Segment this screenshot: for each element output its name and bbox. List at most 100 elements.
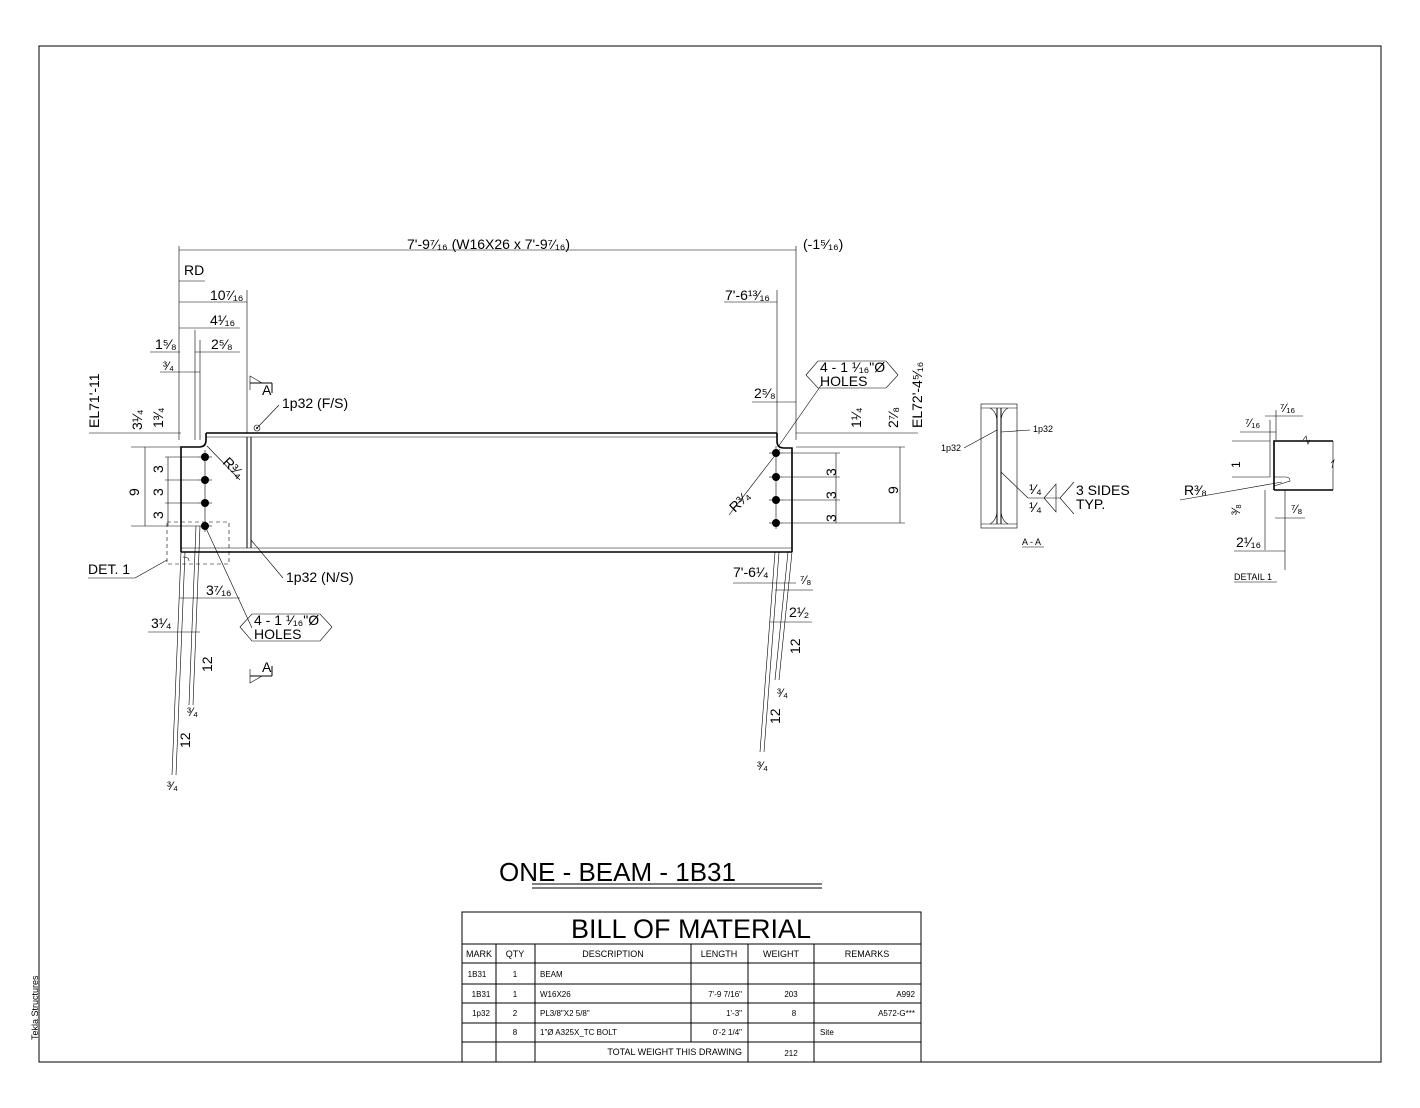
bom-cell: 1B31 bbox=[472, 990, 491, 999]
dim-right-14: 12 bbox=[767, 708, 783, 724]
bom-title: BILL OF MATERIAL bbox=[571, 914, 811, 944]
detail-dim-3: 1 bbox=[1229, 461, 1243, 468]
dim-right-13: ³⁄₄ bbox=[777, 686, 788, 700]
bom-cell: 8 bbox=[792, 1009, 797, 1018]
right-bolt-holes bbox=[769, 446, 783, 529]
dim-right-11: 2¹⁄₂ bbox=[789, 604, 809, 620]
bom-cell: 1'-3" bbox=[726, 1009, 742, 1018]
dim-right-15: ³⁄₄ bbox=[757, 759, 768, 773]
drawing-title: ONE - BEAM - 1B31 bbox=[499, 857, 736, 887]
bom-header-mark: MARK bbox=[466, 949, 492, 959]
bom-header-weight: WEIGHT bbox=[763, 949, 799, 959]
bom-cell: A992 bbox=[896, 990, 915, 999]
bom-cell: 1 bbox=[513, 970, 518, 979]
section-plate-label-right: 1p32 bbox=[1033, 424, 1053, 434]
holes-callout-left bbox=[239, 613, 333, 642]
bom-header-qty: QTY bbox=[506, 949, 525, 959]
section-caption: A - A bbox=[1022, 537, 1041, 547]
detail-dim-5: ⁷⁄₈ bbox=[1291, 502, 1302, 516]
vendor-label: Tekla Structures bbox=[30, 975, 40, 1040]
bom-cell: 1 bbox=[513, 990, 518, 999]
bom-cell: 1"Ø A325X_TC BOLT bbox=[540, 1028, 617, 1037]
section-mark-bottom: A bbox=[262, 659, 272, 675]
elevation-left: EL71'-11 bbox=[86, 373, 102, 428]
left-bolt-holes bbox=[198, 450, 212, 532]
weld-note-line1: 3 SIDES bbox=[1076, 482, 1130, 498]
bom-cell: 2 bbox=[513, 1009, 518, 1018]
dim-left-9: 3 bbox=[150, 488, 166, 496]
dim-right-2: 2⁵⁄₈ bbox=[754, 385, 776, 401]
dim-right-5: 3 bbox=[823, 468, 839, 476]
dim-right-10: ⁷⁄₈ bbox=[800, 573, 811, 587]
holes-right-line1: 4 - 1 ¹⁄₁₆"Ø bbox=[820, 359, 885, 375]
overall-length-dim: 7'-9⁷⁄₁₆ (W16X26 x 7'-9⁷⁄₁₆) bbox=[407, 236, 570, 252]
holes-left-line2: HOLES bbox=[254, 626, 301, 642]
dim-left-13: 3¹⁄₄ bbox=[151, 615, 172, 631]
dim-left-2: 4¹⁄₁₆ bbox=[210, 312, 235, 328]
beam-left-end bbox=[180, 433, 207, 552]
dim-right-7: 3 bbox=[823, 514, 839, 522]
dim-left-6: 3¹⁄₄ bbox=[129, 409, 145, 430]
bill-of-material-table: BILL OF MATERIAL MARK QTY DESCRIPTION LE… bbox=[461, 911, 922, 1063]
detail-dim-4: ³⁄₈ bbox=[1229, 504, 1243, 515]
detail-dim-2: ⁷⁄₁₆ bbox=[1245, 416, 1260, 430]
dim-left-3: 1⁵⁄₈ bbox=[155, 336, 177, 352]
detail-dim-6: 2¹⁄₁₆ bbox=[1236, 534, 1261, 550]
dim-left-8: 3 bbox=[150, 465, 166, 473]
bom-header-remarks: REMARKS bbox=[845, 949, 890, 959]
dim-left-1: 10⁷⁄₁₆ bbox=[210, 287, 243, 303]
dim-right-9: 7'-6¹⁄₄ bbox=[733, 564, 769, 580]
rd-label: RD bbox=[184, 262, 204, 278]
bom-total-label: TOTAL WEIGHT THIS DRAWING bbox=[607, 1047, 742, 1057]
end-offset-dim: (-1⁵⁄₁₆) bbox=[803, 236, 843, 252]
dim-left-4: 2⁵⁄₈ bbox=[211, 336, 233, 352]
bom-cell: Site bbox=[820, 1028, 834, 1037]
dim-left-17: ³⁄₄ bbox=[167, 779, 178, 793]
bom-cell: 8 bbox=[513, 1028, 518, 1037]
detail-radius: R³⁄₈ bbox=[1184, 482, 1207, 498]
detail-1-callout-label: DET. 1 bbox=[88, 561, 130, 577]
dim-right-4: 2⁷⁄₈ bbox=[885, 407, 901, 428]
section-mark-top: A bbox=[262, 382, 272, 398]
sheet-border bbox=[38, 45, 1382, 1063]
dim-left-7: 1³⁄₄ bbox=[150, 407, 166, 428]
dim-right-12: 12 bbox=[787, 638, 803, 654]
dim-right-3: 1¹⁄₄ bbox=[848, 407, 864, 428]
bom-total-value: 212 bbox=[784, 1049, 798, 1058]
detail-caption: DETAIL 1 bbox=[1234, 572, 1272, 582]
bom-cell: A572-G*** bbox=[878, 1009, 915, 1018]
weld-note-line2: TYP. bbox=[1076, 496, 1105, 512]
dim-left-11: 9 bbox=[126, 488, 142, 496]
bom-cell: BEAM bbox=[540, 970, 563, 979]
dim-right-6: 3 bbox=[823, 491, 839, 499]
holes-right-line2: HOLES bbox=[820, 373, 867, 389]
elevation-right: EL72'-4⁵⁄₁₆ bbox=[909, 362, 925, 428]
dim-right-8: 9 bbox=[885, 486, 901, 494]
dim-left-16: 12 bbox=[177, 732, 193, 748]
bom-cell: W16X26 bbox=[540, 990, 571, 999]
weld-size-bottom: ¹⁄₄ bbox=[1029, 499, 1042, 515]
bom-cell: 1B31 bbox=[468, 970, 487, 979]
dim-left-15: ³⁄₄ bbox=[187, 705, 198, 719]
radius-left: R³⁄₄ bbox=[220, 454, 248, 482]
plate-ns-label: 1p32 (N/S) bbox=[286, 569, 354, 585]
detail-dim-1: ⁷⁄₁₆ bbox=[1280, 401, 1295, 415]
holes-callout-right bbox=[805, 360, 899, 389]
bom-cell: 7'-9 7/16" bbox=[708, 990, 742, 999]
main-beam-view: 7'-9⁷⁄₁₆ (W16X26 x 7'-9⁷⁄₁₆) (-1⁵⁄₁₆) RD… bbox=[86, 236, 925, 793]
holes-left-line1: 4 - 1 ¹⁄₁₆"Ø bbox=[254, 612, 319, 628]
bom-cell: 203 bbox=[784, 990, 798, 999]
detail-1-callout-box bbox=[166, 521, 230, 565]
plate-fs-label: 1p32 (F/S) bbox=[282, 395, 348, 411]
weld-size-top: ¹⁄₄ bbox=[1029, 481, 1042, 497]
dim-left-14: 12 bbox=[199, 656, 215, 672]
detail-1-view: ⁷⁄₁₆ ⁷⁄₁₆ 1 R³⁄₈ ³⁄₈ ⁷⁄₈ 2¹⁄₁₆ DETAIL 1 bbox=[1179, 401, 1335, 583]
dim-left-12: 3⁷⁄₁₆ bbox=[206, 582, 232, 598]
bom-cell: 0'-2 1/4" bbox=[713, 1028, 742, 1037]
dim-left-5: ³⁄₄ bbox=[163, 359, 174, 373]
section-a-a-view: 1p32 1p32 ¹⁄₄ ¹⁄₄ 3 SIDES TYP. A - A bbox=[941, 403, 1130, 548]
bom-header-description: DESCRIPTION bbox=[582, 949, 644, 959]
beam-right-end bbox=[776, 433, 793, 552]
bom-cell: 1p32 bbox=[472, 1009, 490, 1018]
